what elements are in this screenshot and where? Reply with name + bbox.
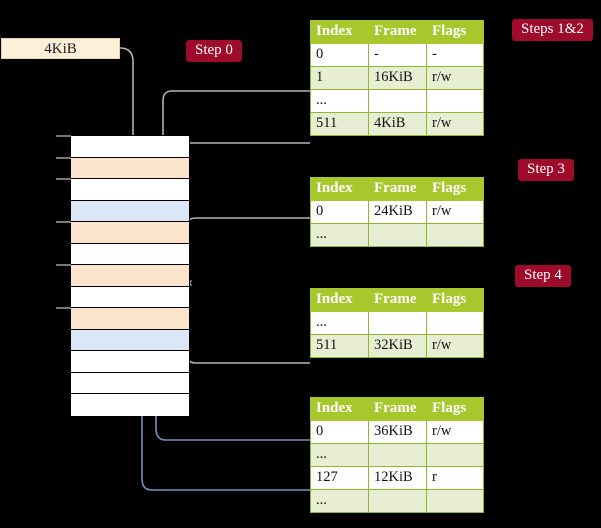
table-cell: 16KiB	[368, 66, 427, 90]
memory-row-tick	[56, 156, 71, 159]
memory-row-tick	[56, 221, 71, 223]
column-header-frame: Frame	[368, 288, 427, 312]
column-header-index: Index	[310, 177, 369, 201]
table-cell	[368, 489, 427, 513]
step-label-steps12: Steps 1&2	[512, 19, 593, 41]
table-cell: ...	[310, 89, 369, 113]
table-row: ...	[310, 89, 484, 113]
column-header-index: Index	[310, 20, 369, 44]
memory-row-tick	[56, 264, 71, 266]
column-header-frame: Frame	[368, 177, 427, 201]
table-cell: ...	[310, 223, 369, 247]
table-cell	[368, 223, 427, 247]
memory-row-tick	[56, 307, 71, 309]
memory-frame-row	[56, 307, 189, 330]
table-cell	[368, 311, 427, 335]
column-header-index: Index	[310, 397, 369, 421]
table-cell: 0	[310, 420, 369, 444]
column-header-frame: Frame	[368, 397, 427, 421]
table-cell: 36KiB	[368, 420, 427, 444]
step-label-step4: Step 4	[515, 265, 571, 287]
memory-frame-row	[71, 394, 189, 416]
column-header-flags: Flags	[426, 288, 484, 312]
table-row: 0--	[310, 43, 484, 67]
table-row: ...	[310, 489, 484, 513]
memory-frame-row	[56, 135, 189, 158]
memory-frame-row	[71, 329, 189, 351]
column-header-flags: Flags	[426, 397, 484, 421]
memory-frame-row	[71, 200, 189, 222]
table-cell: 1	[310, 66, 369, 90]
table-cell: r/w	[426, 66, 484, 90]
table-cell: ...	[310, 443, 369, 467]
memory-frame-row	[56, 221, 189, 244]
table-cell	[426, 311, 484, 335]
table-cell	[426, 489, 484, 513]
column-header-flags: Flags	[426, 20, 484, 44]
table-cell: r/w	[426, 112, 484, 136]
table-cell: 24KiB	[368, 200, 427, 224]
step-label-step0: Step 0	[186, 40, 242, 62]
table-cell	[426, 223, 484, 247]
wire-l3-row0-to-memory	[185, 217, 310, 250]
table-cell: 511	[310, 112, 369, 136]
memory-frame-row	[71, 286, 189, 308]
table-row: ...	[310, 443, 484, 467]
table-cell: ...	[310, 489, 369, 513]
step-label-step3: Step 3	[518, 159, 574, 181]
wire-size-to-memory	[119, 47, 140, 152]
physical-memory-column	[56, 135, 190, 416]
memory-row-tick	[56, 178, 71, 180]
wire-l2-row511-to-memory	[179, 318, 310, 364]
table-cell: 127	[310, 466, 369, 490]
table-cell: r/w	[426, 334, 484, 358]
table-cell	[368, 89, 427, 113]
table-cell: 0	[310, 43, 369, 67]
table-cell: -	[368, 43, 427, 67]
column-header-index: Index	[310, 288, 369, 312]
memory-frame-row	[71, 372, 189, 394]
table-row: ...	[310, 223, 484, 247]
table-cell	[368, 443, 427, 467]
memory-frame-row	[71, 351, 189, 373]
memory-frame-row	[56, 156, 189, 179]
table-cell: 32KiB	[368, 334, 427, 358]
table-cell: r/w	[426, 200, 484, 224]
memory-frame-row	[56, 178, 189, 201]
column-header-frame: Frame	[368, 20, 427, 44]
table-cell: ...	[310, 311, 369, 335]
size-label-text: 4KiB	[44, 41, 77, 57]
memory-row-tick	[56, 135, 71, 137]
table-cell: 0	[310, 200, 369, 224]
size-label-box: 4KiB	[1, 38, 120, 59]
table-cell: r/w	[426, 420, 484, 444]
memory-frame-row	[71, 243, 189, 265]
table-cell	[426, 443, 484, 467]
memory-frame-row	[56, 264, 189, 287]
table-row: ...	[310, 311, 484, 335]
column-header-flags: Flags	[426, 177, 484, 201]
table-cell: r	[426, 466, 484, 490]
table-cell	[426, 89, 484, 113]
table-cell: -	[426, 43, 484, 67]
table-cell: 12KiB	[368, 466, 427, 490]
table-cell: 4KiB	[368, 112, 427, 136]
table-cell: 511	[310, 334, 369, 358]
